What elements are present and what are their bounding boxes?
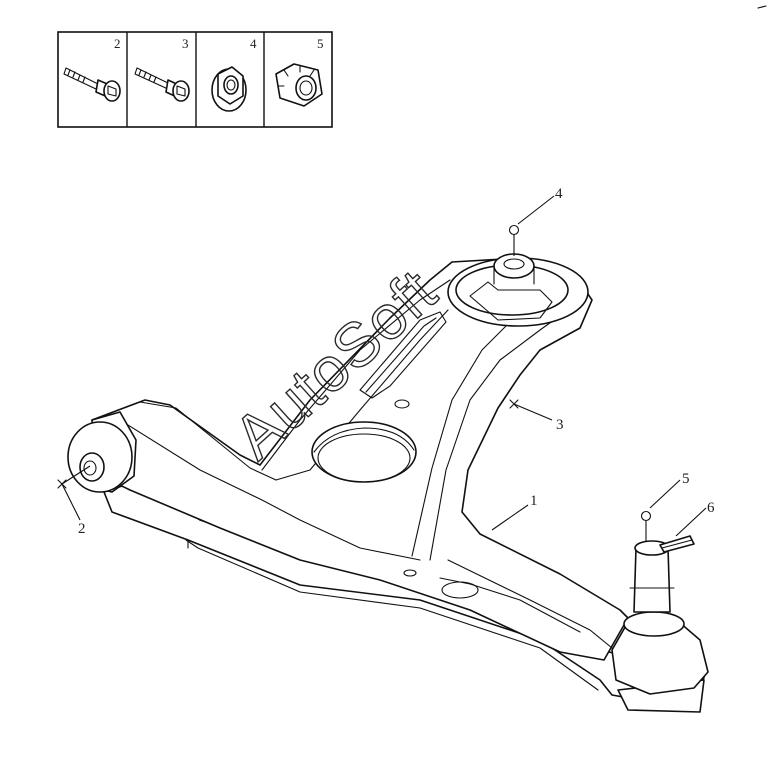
callout-4: 4: [555, 186, 563, 202]
front-bushing: [447, 253, 589, 327]
callout-3: 3: [556, 417, 564, 433]
corner-mark: [757, 5, 767, 9]
ball-joint: [611, 540, 709, 713]
flange-nut-icon: [211, 66, 247, 112]
header-part-number-5: 5: [317, 36, 324, 51]
lower-control-arm: [67, 253, 709, 713]
arm-slot: [359, 311, 447, 399]
leader-lines: [57, 195, 707, 542]
cotter-pin-icon: [659, 535, 695, 553]
flange-bolt-icon: [134, 67, 190, 102]
header-part-number-4: 4: [250, 36, 257, 51]
callout-6: 6: [707, 500, 715, 516]
centre-opening: [311, 421, 417, 483]
callout-labels: 1 2 3 4 5 6: [78, 186, 715, 537]
callout-5: 5: [682, 471, 690, 487]
callout-2: 2: [78, 521, 86, 537]
rear-bushing: [67, 411, 137, 493]
header-part-number-3: 3: [182, 36, 189, 51]
flange-bolt-icon: [63, 67, 121, 102]
callout-1: 1: [530, 493, 538, 509]
header-part-number-2: 2: [114, 36, 121, 51]
castle-nut-icon: [275, 63, 323, 107]
parts-header-table: 2 3 4 5: [57, 31, 333, 128]
